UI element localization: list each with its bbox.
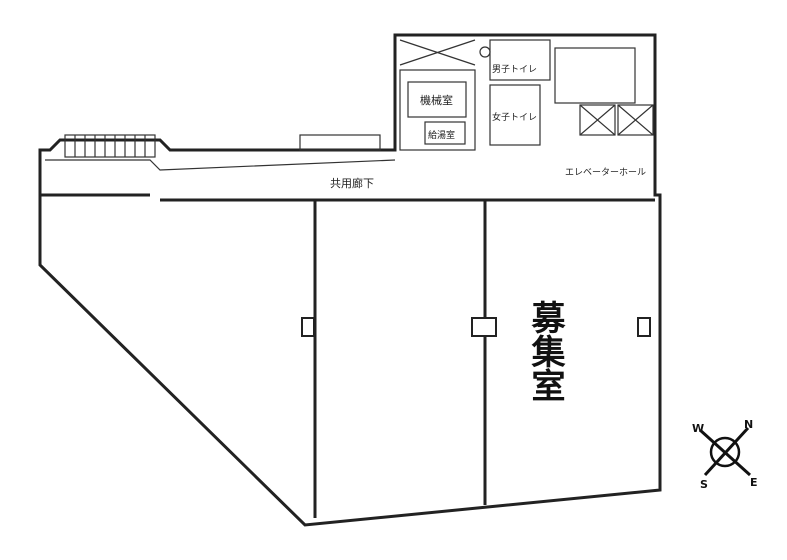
column	[637, 317, 651, 337]
machine-room-label: 機械室	[420, 93, 453, 107]
column	[471, 317, 497, 337]
vacant-room-label: 募集室	[525, 300, 566, 402]
compass-s: S	[700, 478, 708, 491]
corridor-label: 共用廊下	[330, 176, 374, 190]
corridor-inner-line	[45, 159, 396, 171]
outer-wall	[38, 33, 662, 527]
stair-left	[64, 134, 156, 158]
compass-e: E	[750, 476, 758, 489]
corridor-wall	[40, 193, 655, 202]
compass-n: N	[744, 418, 753, 431]
column	[301, 317, 315, 337]
kitchenette-label: 給湯室	[428, 129, 455, 141]
womens-toilet-label: 女子トイレ	[492, 111, 537, 123]
mens-toilet-label: 男子トイレ	[492, 64, 537, 75]
compass-icon: N E S W	[692, 418, 758, 491]
compass-w: W	[692, 422, 704, 435]
core-area	[299, 39, 654, 151]
elevator-hall-label: エレベーターホール	[565, 167, 646, 178]
